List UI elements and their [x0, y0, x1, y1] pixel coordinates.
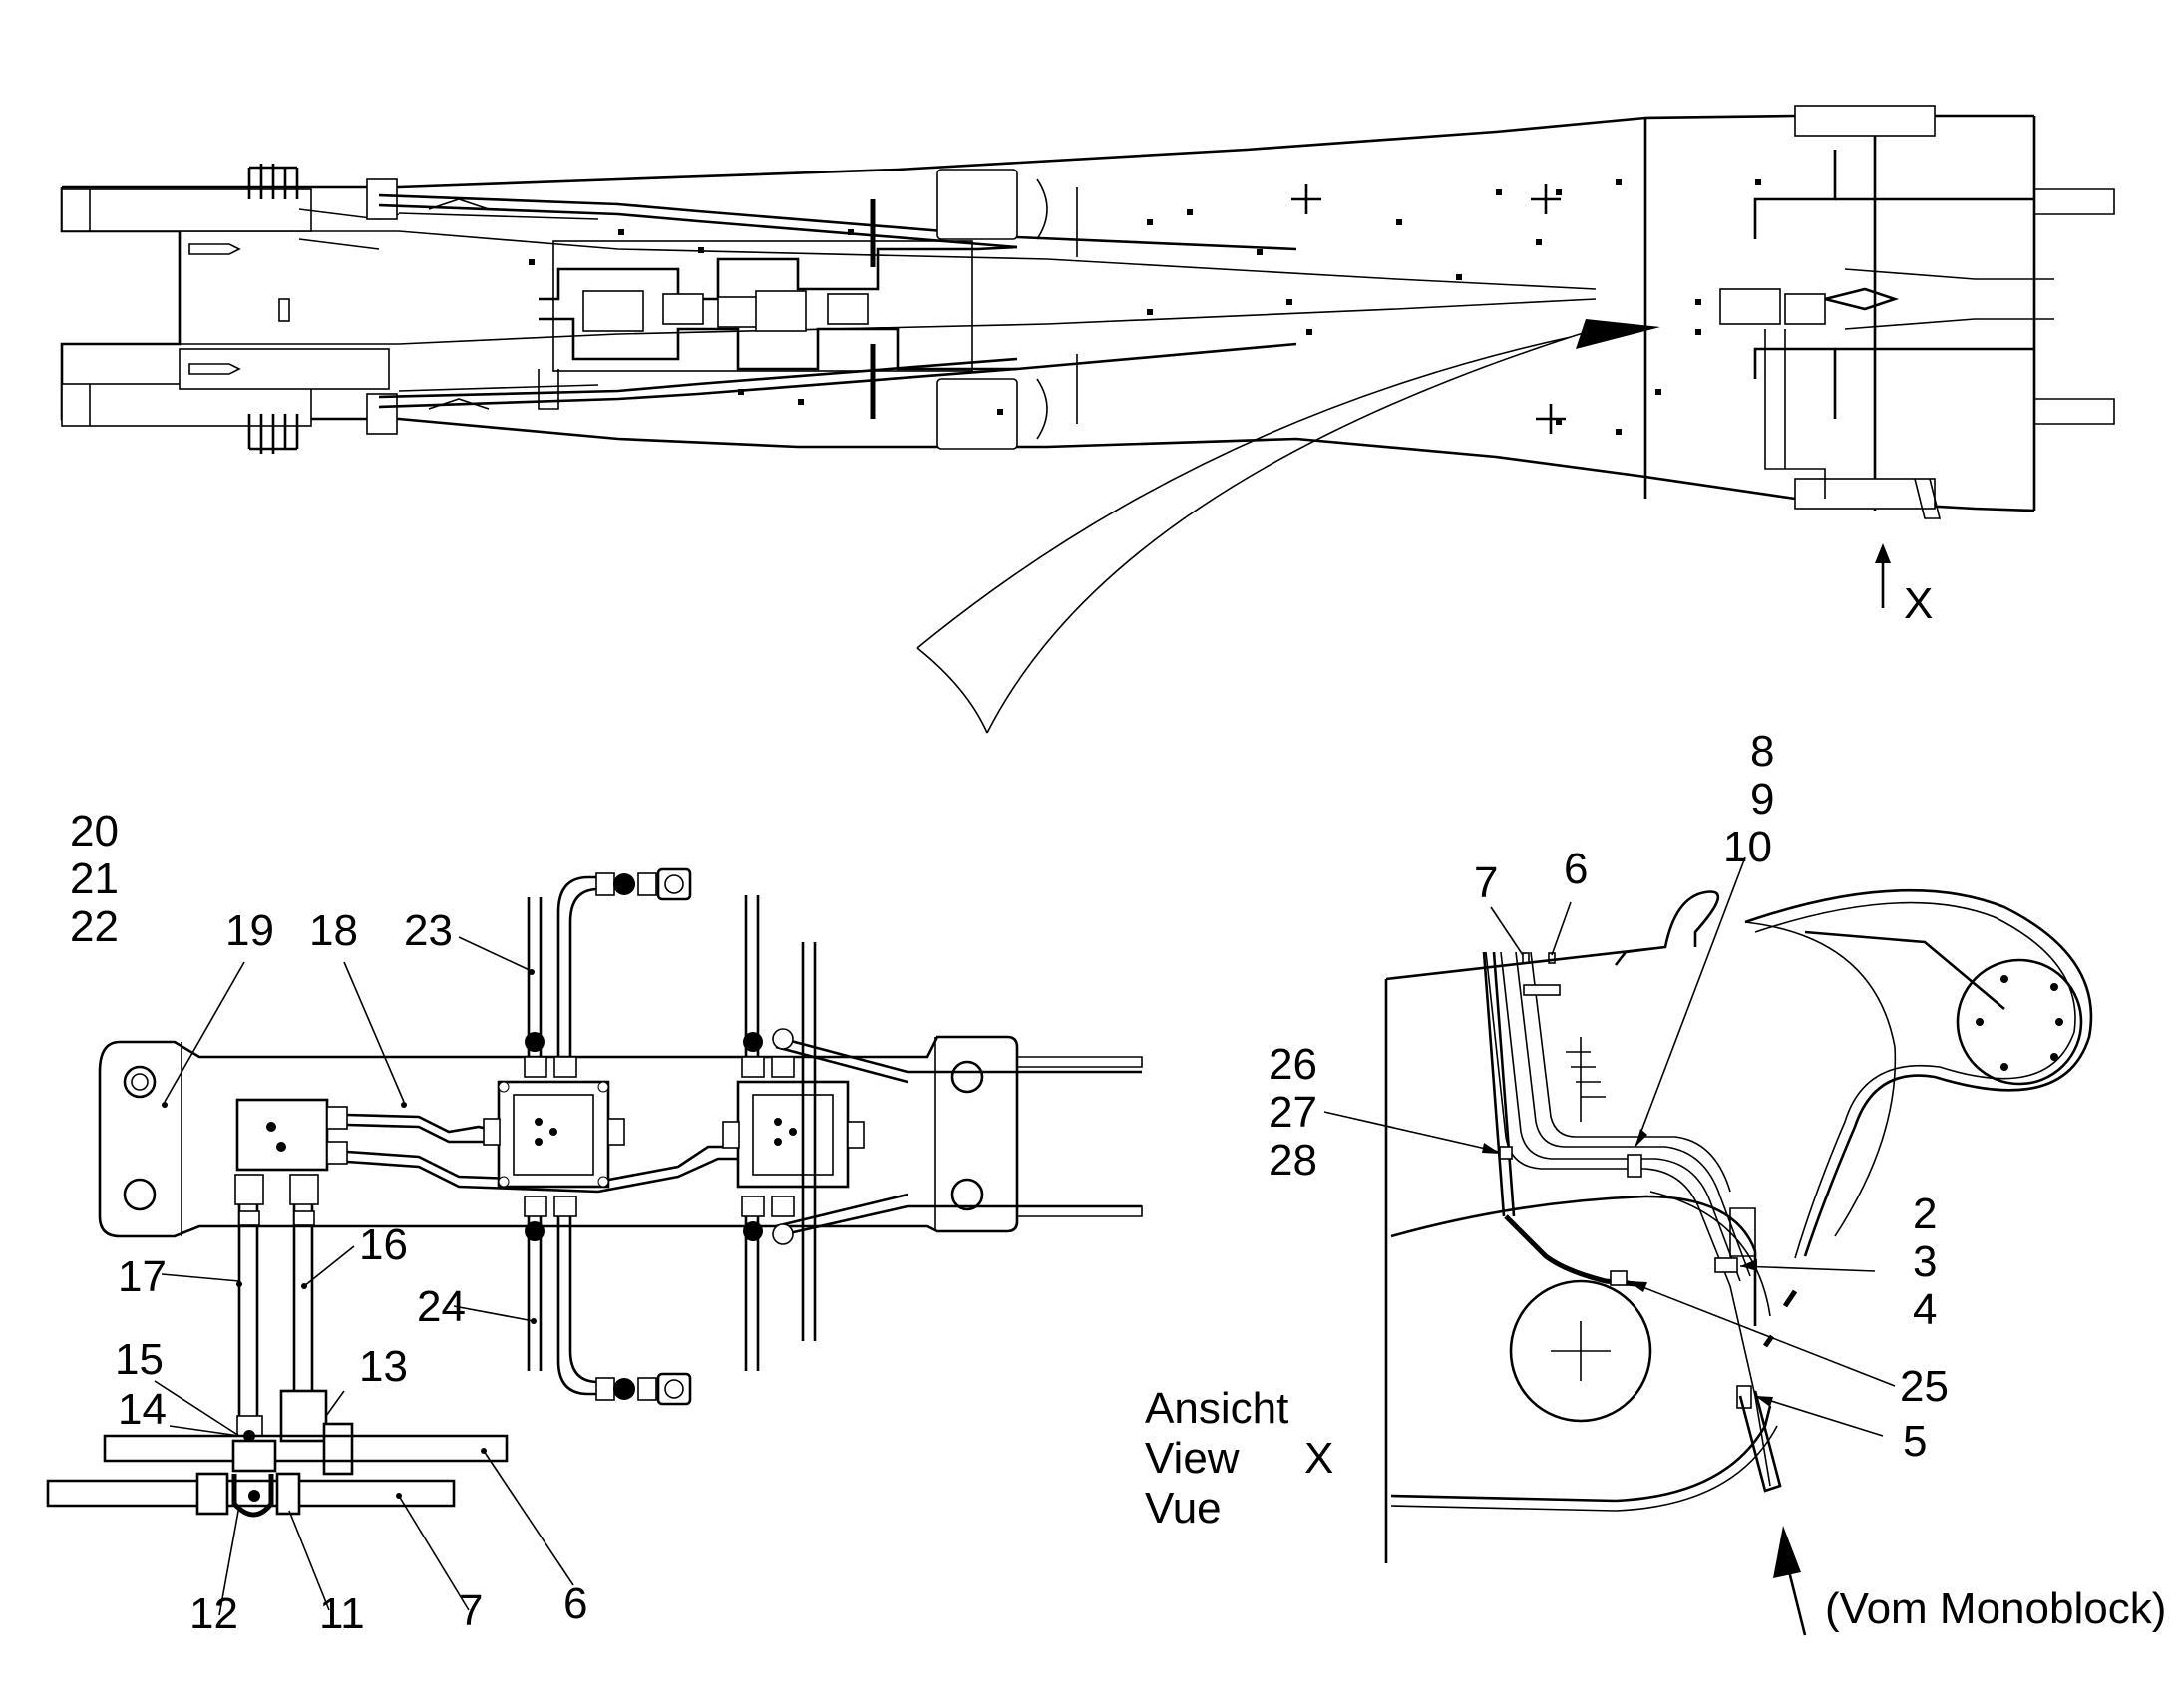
- callout-14: 14: [118, 1385, 167, 1434]
- callout-10: 10: [1723, 823, 1772, 871]
- boom-outline: [60, 114, 2035, 512]
- lifting-lugs: [1291, 184, 1566, 434]
- caption-x-letter: X: [1304, 1434, 1333, 1483]
- quick-coupler-bottom: [595, 1372, 692, 1406]
- callout-13: 13: [359, 1342, 408, 1391]
- callout-6-left: 6: [563, 1579, 587, 1628]
- cylinder-bracket-upper: [936, 169, 1018, 240]
- caption-vue: Vue: [1145, 1484, 1222, 1533]
- caption-ansicht: Ansicht: [1145, 1384, 1288, 1433]
- callout-11: 11: [319, 1589, 365, 1638]
- valve-layout-detail: 20 21 22 19 18 23 17 16 24 15 13 14 12 1…: [46, 807, 1143, 1638]
- callout-18: 18: [309, 906, 358, 955]
- callout-3: 3: [1913, 1237, 1937, 1286]
- callout-7-left: 7: [459, 1586, 483, 1635]
- left-fitting-cluster-lower: [247, 393, 490, 454]
- callout-16: 16: [359, 1220, 408, 1269]
- callout-26: 26: [1269, 1040, 1317, 1089]
- fitting-11: [275, 1472, 301, 1516]
- callout-20: 20: [70, 807, 119, 855]
- callout-15: 15: [115, 1335, 164, 1384]
- boom-bolt-holes: [529, 179, 1801, 435]
- callout-25: 25: [1900, 1362, 1949, 1411]
- coupler-a2: [525, 1221, 545, 1241]
- callout-2: 2: [1913, 1190, 1937, 1238]
- pipe-6: [103, 1434, 509, 1463]
- mount-hole-bl: [123, 1178, 157, 1211]
- boom-top-view: X: [60, 105, 2115, 734]
- mount-hole-tr: [950, 1060, 984, 1094]
- tee-fitting-side: [322, 1422, 354, 1476]
- boom-side-outline: [1384, 890, 1720, 1563]
- callout-28: 28: [1269, 1136, 1317, 1185]
- caption-view: View: [1145, 1434, 1240, 1483]
- clamp-2-4: [1714, 1257, 1738, 1273]
- cylinder-bracket-lower: [936, 378, 1018, 450]
- callout-24: 24: [417, 1282, 466, 1331]
- clamp-25: [1610, 1270, 1628, 1286]
- left-plate: [179, 348, 390, 390]
- quick-coupler-top: [595, 867, 692, 901]
- callout-5: 5: [1903, 1417, 1927, 1466]
- leader-lines-right: [1323, 856, 1896, 1437]
- cylinder-eye-outline: [1744, 888, 2093, 1257]
- callout-21: 21: [70, 854, 119, 903]
- callout-8: 8: [1750, 727, 1774, 776]
- clamp-10: [1627, 1154, 1642, 1178]
- callout-6-right: 6: [1564, 845, 1588, 893]
- leader-lines-left: [154, 936, 574, 1616]
- left-fitting-cluster-upper: [247, 164, 490, 250]
- view-sweep-arrow: [916, 328, 1597, 734]
- valve-mount-plate: [98, 1035, 1019, 1238]
- callout-23: 23: [404, 906, 453, 955]
- rod-eye-circle: [1956, 958, 2083, 1086]
- callout-17: 17: [118, 1252, 167, 1301]
- main-hose-run-lower: [378, 342, 1297, 409]
- callout-4: 4: [1913, 1285, 1937, 1334]
- source-note: (Vom Monoblock): [1825, 1584, 2166, 1633]
- fitting-left: [195, 1472, 229, 1516]
- coupler-a1: [525, 1032, 545, 1052]
- callout-9: 9: [1750, 775, 1774, 824]
- view-sweep-arrowhead: [1576, 319, 1660, 349]
- right-end-assembly: [1643, 105, 2115, 519]
- callout-12: 12: [189, 1589, 238, 1638]
- fitting-14: [231, 1439, 277, 1473]
- left-eye-upper: [61, 188, 312, 232]
- clamp-26: [1499, 1146, 1513, 1160]
- mount-hole-br: [950, 1178, 984, 1211]
- callout-27: 27: [1269, 1088, 1317, 1137]
- callout-22: 22: [70, 902, 119, 951]
- hose-run-6-7: [1485, 951, 1771, 1487]
- view-x-detail: 8 9 10 7 6 26 27 28 2 3 4 25 5 Ansicht V…: [1145, 727, 2166, 1636]
- main-hose-run-upper: [378, 193, 1297, 251]
- view-x-letter: X: [1904, 579, 1933, 628]
- tee-fitting-13: [279, 1389, 328, 1443]
- central-valve-cluster: [538, 199, 1018, 419]
- callout-7-right: 7: [1474, 858, 1498, 907]
- distribution-block: [235, 1098, 329, 1172]
- callout-19: 19: [225, 906, 274, 955]
- clamp-upper: [1523, 984, 1561, 996]
- pipe-7: [46, 1479, 456, 1508]
